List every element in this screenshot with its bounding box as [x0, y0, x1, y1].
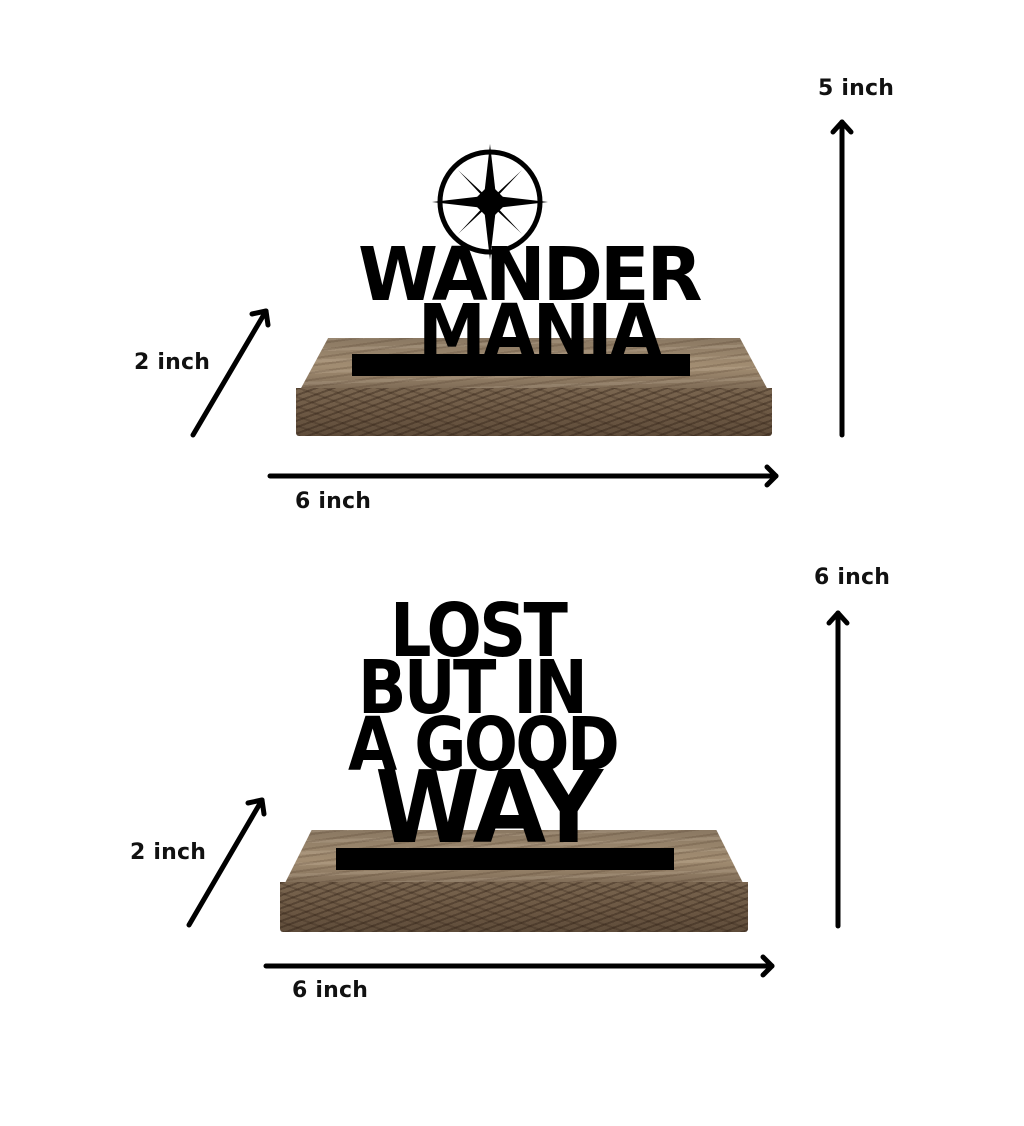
compass-rose-icon	[432, 144, 548, 260]
width-label: 6 inch	[295, 489, 372, 514]
sign-line: WAY	[375, 749, 603, 866]
width-label: 6 inch	[292, 978, 369, 1003]
sign-line: A GOOD	[348, 702, 620, 788]
sign-line: BUT IN	[358, 645, 588, 731]
sign-base-bar	[352, 354, 690, 376]
width-arrow-icon	[263, 954, 775, 978]
height-label: 6 inch	[814, 565, 891, 590]
wood-base-front	[296, 388, 772, 436]
height-arrow-icon	[826, 610, 850, 929]
sign-base-bar	[336, 848, 674, 870]
sign-line: WANDER	[358, 232, 702, 318]
sign-line: LOST	[390, 588, 568, 674]
wood-base-front	[280, 882, 748, 932]
height-arrow-icon	[830, 119, 854, 438]
width-arrow-icon	[267, 464, 779, 488]
depth-label: 2 inch	[130, 840, 207, 865]
depth-label: 2 inch	[134, 350, 211, 375]
depth-arrow-icon	[190, 308, 271, 438]
height-label: 5 inch	[818, 76, 895, 101]
depth-arrow-icon	[186, 797, 267, 928]
